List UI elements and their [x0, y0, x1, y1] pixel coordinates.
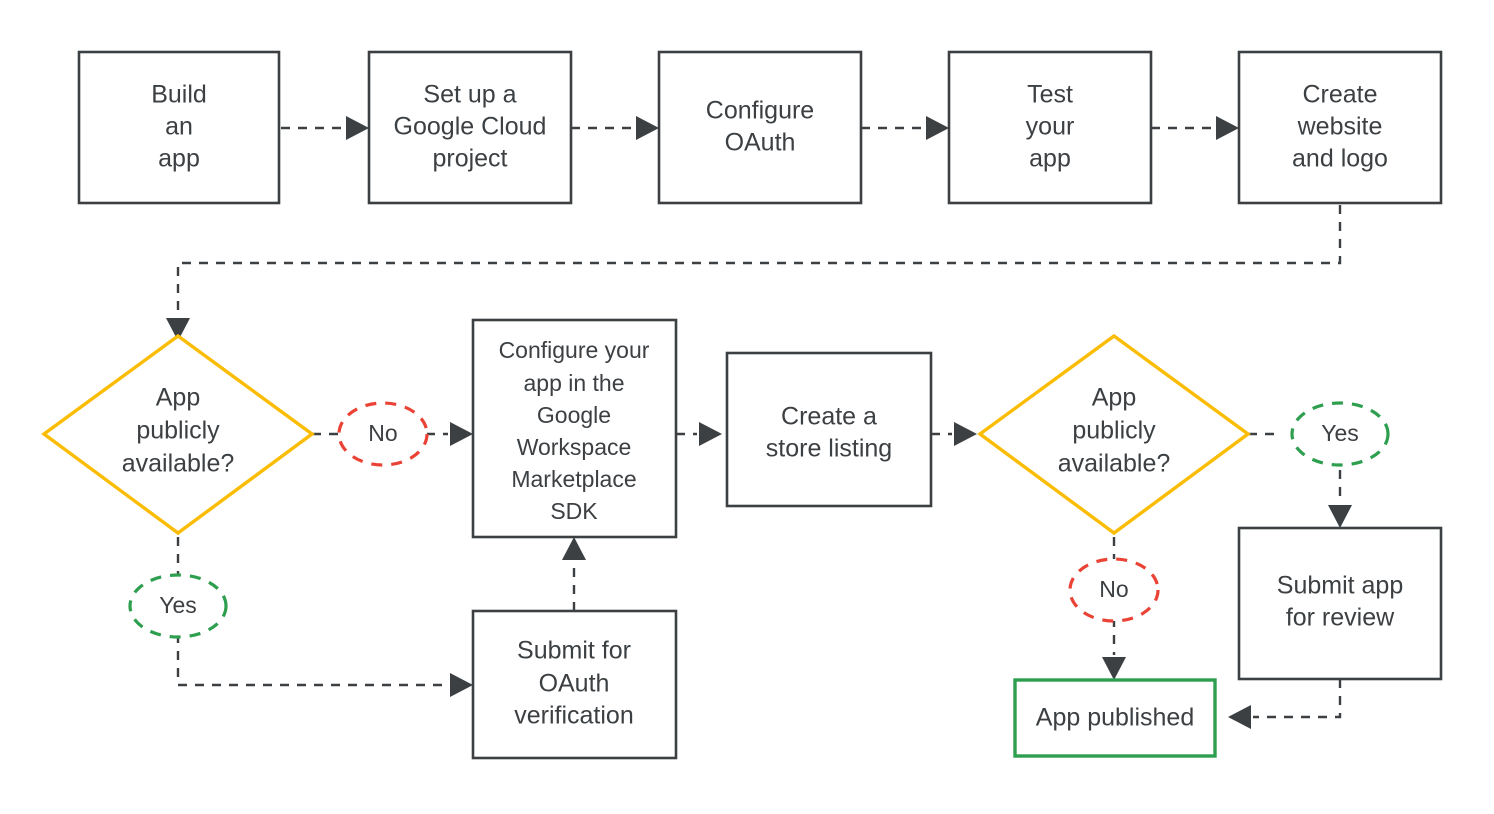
node-decision-left-line-3: available?	[122, 450, 235, 478]
node-submit-review-line-2: for review	[1286, 604, 1395, 632]
node-website-logo-line-3: and logo	[1292, 145, 1388, 173]
edge-gcp-project-to-configure-oauth	[571, 116, 659, 140]
node-build-app-line-1: Build	[151, 81, 207, 109]
node-configure-oauth-line-2: OAuth	[725, 129, 796, 157]
edge-configure-sdk-to-store-listing	[676, 422, 722, 446]
node-oauth-verification-line-3: verification	[514, 702, 634, 730]
node-create-a-store-listing[interactable]: Create a store listing	[725, 351, 933, 508]
edge-label-left-no: No	[337, 401, 429, 467]
node-decision-app-publicly-available-left[interactable]: App publicly available?	[41, 333, 315, 536]
edge-label-left-yes: Yes	[128, 573, 228, 639]
node-configure-sdk-line-4: Workspace	[517, 434, 632, 460]
node-configure-oauth[interactable]: Configure OAuth	[657, 50, 863, 205]
node-configure-sdk-line-2: app in the	[523, 370, 624, 396]
edge-decision-right-yes-to-submit-review	[1248, 432, 1352, 528]
node-test-app-line-1: Test	[1027, 81, 1073, 109]
node-configure-sdk-line-6: SDK	[550, 498, 598, 524]
edge-decision-left-yes-to-oauth-verification	[176, 537, 473, 697]
node-store-listing-line-2: store listing	[766, 435, 892, 463]
node-configure-app-in-marketplace-sdk[interactable]: Configure your app in the Google Workspa…	[471, 318, 678, 539]
node-configure-sdk-line-5: Marketplace	[511, 466, 636, 492]
edge-submit-review-to-app-published	[1228, 679, 1342, 729]
node-gcp-project[interactable]: Set up a Google Cloud project	[367, 50, 573, 205]
edge-oauth-verification-to-configure-sdk	[562, 537, 586, 611]
edge-configure-oauth-to-test-app	[861, 116, 949, 140]
node-test-app[interactable]: Test your app	[947, 50, 1153, 205]
edge-label-right-yes-text: Yes	[1321, 420, 1359, 446]
edge-label-right-no-text: No	[1099, 576, 1128, 602]
node-gcp-project-line-2: Google Cloud	[394, 113, 547, 141]
node-gcp-project-line-3: project	[432, 145, 507, 173]
node-app-published-label: App published	[1036, 704, 1194, 732]
edge-label-right-yes: Yes	[1290, 401, 1390, 467]
node-configure-sdk-line-1: Configure your	[499, 337, 650, 363]
node-store-listing-line-1: Create a	[781, 403, 877, 431]
node-website-logo-line-1: Create	[1302, 81, 1377, 109]
node-configure-sdk-line-3: Google	[537, 402, 611, 428]
edge-label-left-yes-text: Yes	[159, 592, 197, 618]
node-decision-right-line-1: App	[1092, 384, 1136, 412]
node-website-logo-line-2: website	[1297, 113, 1383, 141]
node-configure-oauth-line-1: Configure	[706, 97, 814, 125]
edge-decision-right-no-to-app-published	[1102, 537, 1126, 680]
node-decision-left-line-2: publicly	[136, 417, 220, 445]
edge-label-right-no: No	[1068, 557, 1160, 623]
node-oauth-verification-line-1: Submit for	[517, 637, 631, 665]
edge-decision-left-no-to-configure-sdk	[312, 422, 473, 446]
node-decision-right-line-2: publicly	[1072, 417, 1156, 445]
edge-test-app-to-website-logo	[1151, 116, 1239, 140]
edge-store-listing-to-decision-right	[931, 422, 977, 446]
node-oauth-verification-line-2: OAuth	[539, 670, 610, 698]
node-submit-review-line-1: Submit app	[1277, 572, 1403, 600]
edge-label-left-no-text: No	[368, 420, 397, 446]
node-build-app-line-3: app	[158, 145, 200, 173]
node-create-website-and-logo[interactable]: Create website and logo	[1237, 50, 1443, 205]
node-build-app-line-2: an	[165, 113, 193, 141]
node-gcp-project-line-1: Set up a	[423, 81, 516, 109]
node-test-app-line-2: your	[1026, 113, 1075, 141]
edge-build-app-to-gcp-project	[281, 116, 369, 140]
node-decision-left-line-1: App	[156, 384, 200, 412]
edge-website-logo-to-decision-left	[166, 205, 1342, 341]
node-test-app-line-3: app	[1029, 145, 1071, 173]
node-app-published[interactable]: App published	[1013, 678, 1217, 758]
node-submit-app-for-review[interactable]: Submit app for review	[1237, 526, 1443, 681]
node-submit-for-oauth-verification[interactable]: Submit for OAuth verification	[471, 609, 678, 760]
node-decision-right-line-3: available?	[1058, 450, 1171, 478]
node-decision-app-publicly-available-right[interactable]: App publicly available?	[977, 333, 1251, 536]
node-build-app[interactable]: Build an app	[77, 50, 281, 205]
